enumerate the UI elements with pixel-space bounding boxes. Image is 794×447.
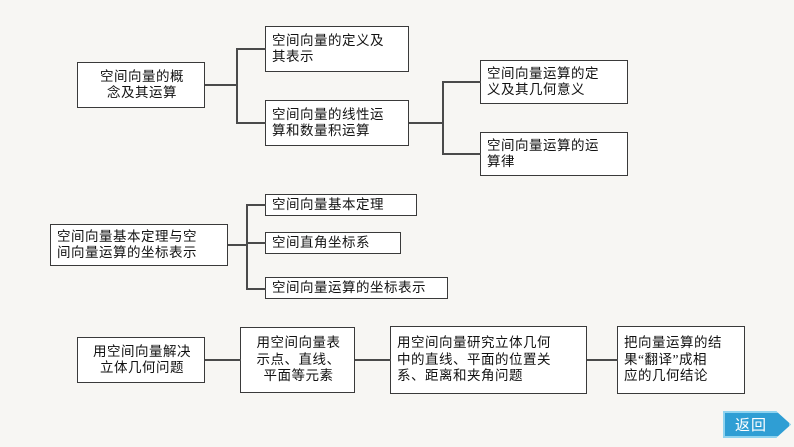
connector bbox=[442, 81, 444, 154]
node-label: 用空间向量解决 立体几何问题 bbox=[93, 343, 191, 375]
connector bbox=[236, 122, 266, 124]
connector bbox=[246, 204, 266, 206]
node-label: 用空间向量表 示点、直线、 平面等元素 bbox=[256, 335, 341, 384]
connector bbox=[205, 84, 238, 86]
node-label: 把向量运算的结 果“翻译”成相 应的几何结论 bbox=[624, 335, 722, 384]
node-label: 用空间向量研究立体几何 中的直线、平面的位置关 系、距离和夹角问题 bbox=[397, 335, 551, 384]
node-label: 空间向量的定义及 其表示 bbox=[272, 32, 384, 64]
node-group1-child2[interactable]: 空间向量的线性运 算和数量积运算 bbox=[265, 100, 409, 146]
node-group3-step3[interactable]: 用空间向量研究立体几何 中的直线、平面的位置关 系、距离和夹角问题 bbox=[390, 326, 587, 394]
node-label: 空间向量的线性运 算和数量积运算 bbox=[272, 106, 384, 138]
return-button-label: 返回 bbox=[734, 417, 767, 434]
node-group2-child1[interactable]: 空间向量基本定理 bbox=[265, 194, 417, 216]
connector bbox=[236, 48, 266, 50]
node-group3-step2[interactable]: 用空间向量表 示点、直线、 平面等元素 bbox=[240, 327, 355, 393]
node-label: 空间向量运算的定 义及其几何意义 bbox=[487, 65, 599, 97]
node-group2-child2[interactable]: 空间直角坐标系 bbox=[265, 232, 401, 254]
connector bbox=[246, 205, 248, 289]
node-label: 空间向量基本定理与空 间向量运算的坐标表示 bbox=[57, 228, 197, 260]
connector bbox=[442, 153, 481, 155]
connector bbox=[355, 359, 391, 361]
node-group1-child1[interactable]: 空间向量的定义及 其表示 bbox=[265, 26, 409, 72]
node-group2-child3[interactable]: 空间向量运算的坐标表示 bbox=[265, 277, 448, 299]
node-group3-step1[interactable]: 用空间向量解决 立体几何问题 bbox=[77, 337, 205, 383]
connector bbox=[587, 359, 618, 361]
return-button[interactable]: 返回 bbox=[723, 411, 791, 438]
node-label: 空间向量运算的运 算律 bbox=[487, 137, 599, 169]
connector bbox=[236, 49, 238, 124]
connector bbox=[246, 288, 266, 290]
node-group1-root[interactable]: 空间向量的概 念及其运算 bbox=[77, 62, 205, 108]
node-label: 空间向量运算的坐标表示 bbox=[272, 279, 426, 295]
connector bbox=[442, 81, 481, 83]
connector bbox=[246, 242, 266, 244]
node-group2-root[interactable]: 空间向量基本定理与空 间向量运算的坐标表示 bbox=[50, 224, 228, 266]
node-group3-step4[interactable]: 把向量运算的结 果“翻译”成相 应的几何结论 bbox=[617, 326, 745, 394]
return-button-shape bbox=[723, 411, 791, 438]
connector bbox=[228, 244, 248, 246]
node-label: 空间向量基本定理 bbox=[272, 196, 384, 212]
connector bbox=[409, 122, 443, 124]
node-group1-grandchild1[interactable]: 空间向量运算的定 义及其几何意义 bbox=[480, 60, 628, 104]
node-label: 空间向量的概 念及其运算 bbox=[100, 68, 184, 100]
node-group1-grandchild2[interactable]: 空间向量运算的运 算律 bbox=[480, 132, 628, 176]
node-label: 空间直角坐标系 bbox=[272, 234, 370, 250]
connector bbox=[205, 359, 241, 361]
